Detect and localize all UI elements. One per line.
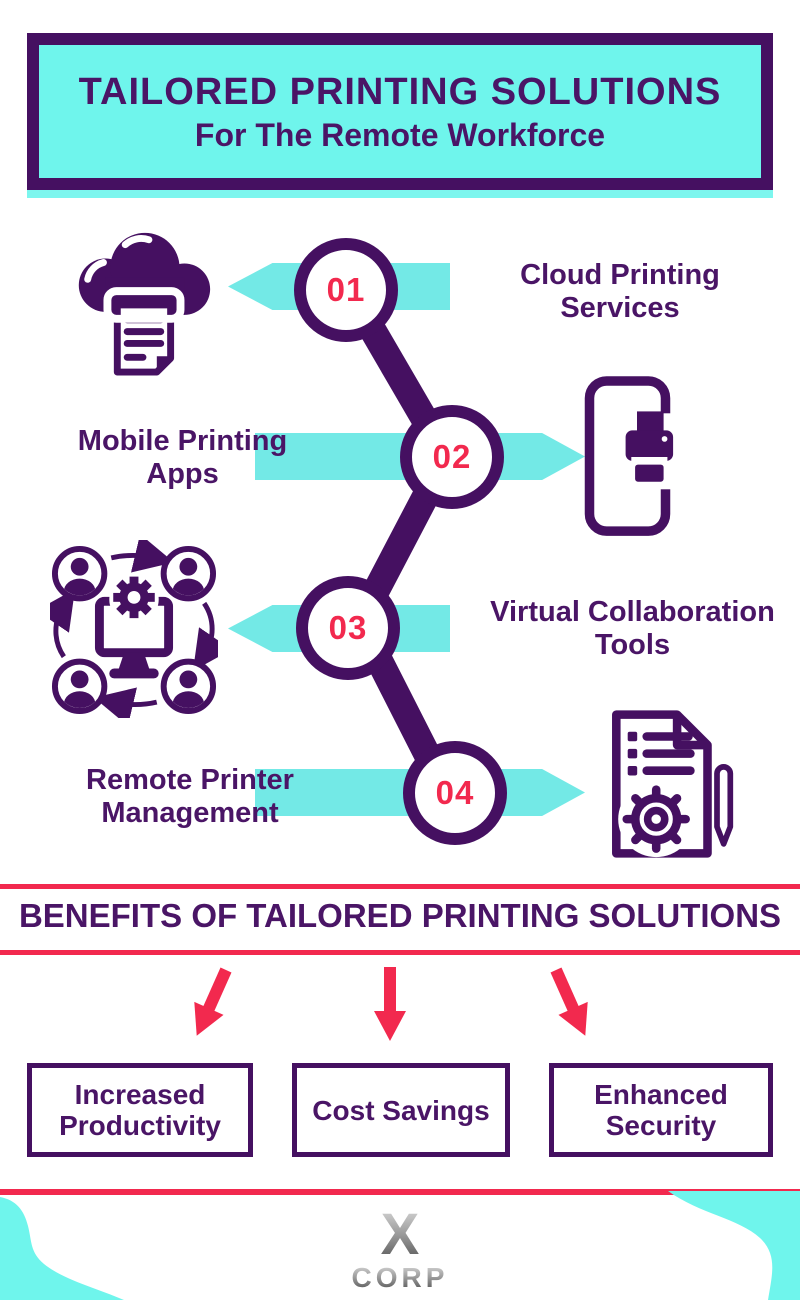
footer-divider-line [0,1189,800,1195]
step1-number: 01 [326,271,366,308]
divider-line-top [0,884,800,889]
down-right-arrow-icon [550,967,588,1036]
footer-wave-shapes [0,1191,800,1300]
header-banner: TAILORED PRINTING SOLUTIONS For The Remo… [27,33,773,190]
divider-line-bottom [0,950,800,955]
step4-circle: 04 [403,741,507,845]
wave-shape-left [0,1197,124,1300]
logo-corp-text: CORP [352,1262,449,1293]
step4-number: 04 [435,774,475,811]
collaboration-network-icon [50,540,218,718]
benefit-box-cost-savings: Cost Savings [292,1063,510,1157]
benefit-box-security: Enhanced Security [549,1063,773,1157]
down-arrow-icon [374,967,406,1041]
cloud-printer-icon [78,232,211,376]
page-title: TAILORED PRINTING SOLUTIONS [78,70,722,113]
step2-label: Mobile Printing Apps [77,425,288,490]
step1-circle: 01 [294,238,398,342]
down-left-arrow-icon [194,967,232,1036]
step3-label: Virtual Collaboration Tools [490,596,775,661]
benefit-arrows [194,967,588,1041]
benefit-box-productivity: Increased Productivity [27,1063,253,1157]
step2-circle: 02 [400,405,504,509]
benefits-heading: BENEFITS OF TAILORED PRINTING SOLUTIONS [18,897,782,934]
document-gear-pencil-icon [612,710,734,858]
step3-number: 03 [328,609,368,646]
step1-label: Cloud Printing Services [520,259,720,324]
wave-shape-right [668,1191,800,1300]
brand-logo: X CORP [352,1206,449,1293]
logo-x-mark: X [381,1206,420,1267]
benefit-boxes: Increased Productivity Cost Savings Enha… [27,1063,773,1157]
step2-number: 02 [432,438,472,475]
page-subtitle: For The Remote Workforce [194,116,606,153]
step4-label: Remote Printer Management [86,764,294,829]
step3-circle: 03 [296,576,400,680]
smartphone-printer-icon [584,376,675,536]
